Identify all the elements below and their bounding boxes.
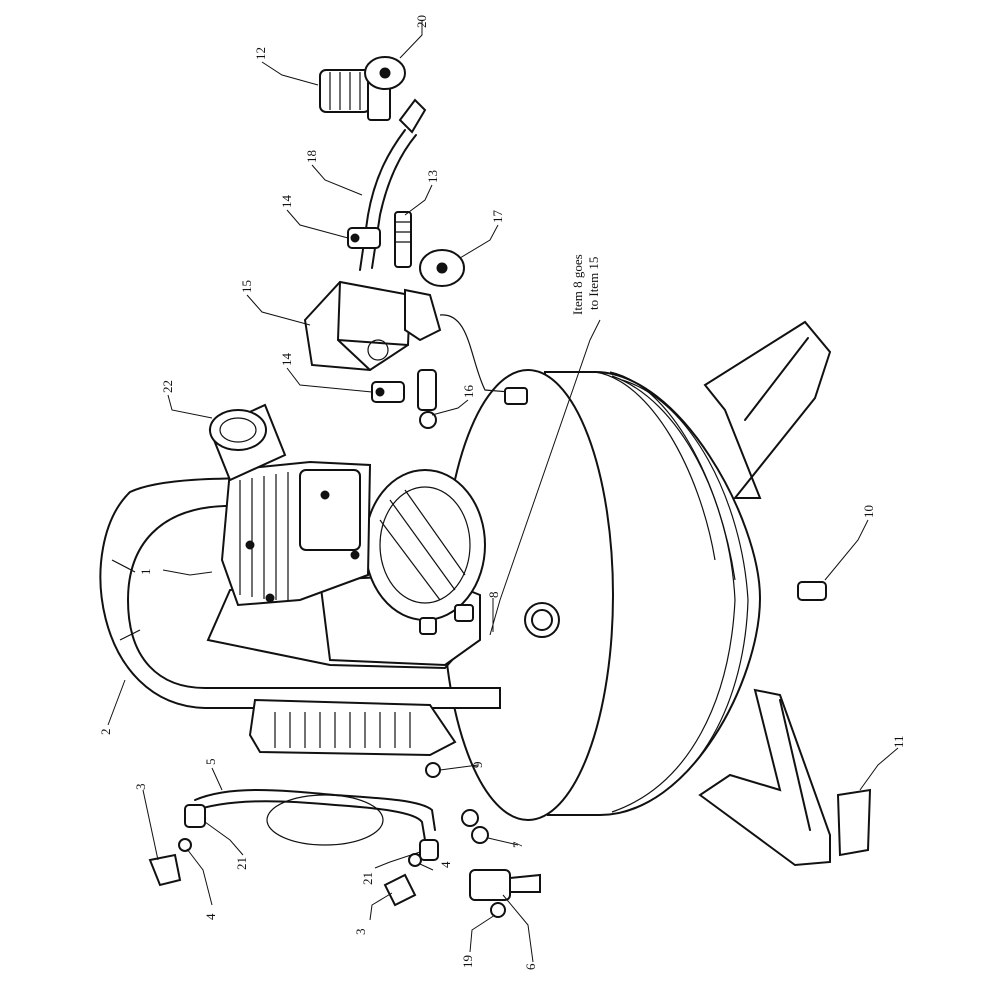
nut-left [178,838,192,852]
cap [490,902,506,918]
callout-10: 10 [861,505,876,518]
foot-pad [836,788,872,857]
callout-12: 12 [253,47,268,60]
callout-17: 17 [490,210,505,224]
callout-5: 5 [203,759,218,766]
note-line-1: Item 8 goes [570,254,585,315]
outlet-hose [189,789,436,846]
regulator [319,69,391,121]
callout-19: 19 [460,955,475,968]
callout-7: 7 [510,841,525,848]
tank-port [524,602,560,638]
callout-9: 9 [470,762,485,769]
callout-2: 2 [98,729,113,736]
drain-valve [797,581,827,601]
tank-legs [698,320,832,867]
callout-18: 18 [304,150,319,163]
cord-plug [398,98,427,134]
callout-20: 20 [414,15,429,28]
callout-numbers: 1 2 3 3 4 4 5 6 7 8 9 10 11 12 13 14 14 … [98,15,906,970]
tank-fitting [504,387,528,405]
elbow-left [148,853,182,887]
callout-11: 11 [891,735,906,748]
elbow-right [383,873,417,907]
safety-valve [417,369,437,429]
note-line-2: to Item 15 [586,257,601,310]
callout-4-left: 4 [203,913,218,920]
hose-fitting-left [184,804,206,828]
callout-4-right: 4 [438,861,453,868]
pressure-switch [303,280,442,372]
outlet-gauge [364,56,406,90]
nipple [394,211,412,268]
nut-right [408,853,422,867]
power-cord [359,129,406,271]
callout-14-lower: 14 [279,353,294,367]
callout-21-right: 21 [360,872,375,885]
pump-head [220,460,372,607]
assembly-note: Item 8 goes to Item 15 [570,254,601,315]
callout-3-left: 3 [133,784,148,791]
air-filter [208,403,287,482]
callout-22: 22 [160,380,175,393]
callout-13: 13 [425,170,440,183]
hose-fitting-right [419,839,439,861]
callout-15: 15 [239,280,254,293]
callout-1: 1 [138,569,153,576]
tank-gauge [419,249,465,287]
callout-21-left: 21 [234,857,249,870]
callout-14-upper: 14 [279,195,294,209]
strain-relief-lower [371,381,405,403]
callout-16: 16 [461,385,476,399]
strain-relief-upper [347,227,381,249]
motor-fan-cover [364,469,486,621]
check-valve [425,762,441,778]
callout-6: 6 [523,963,538,970]
callout-3-right: 3 [353,929,368,936]
callout-8: 8 [486,592,501,599]
coupler [471,826,489,844]
leader-lines [107,20,899,963]
